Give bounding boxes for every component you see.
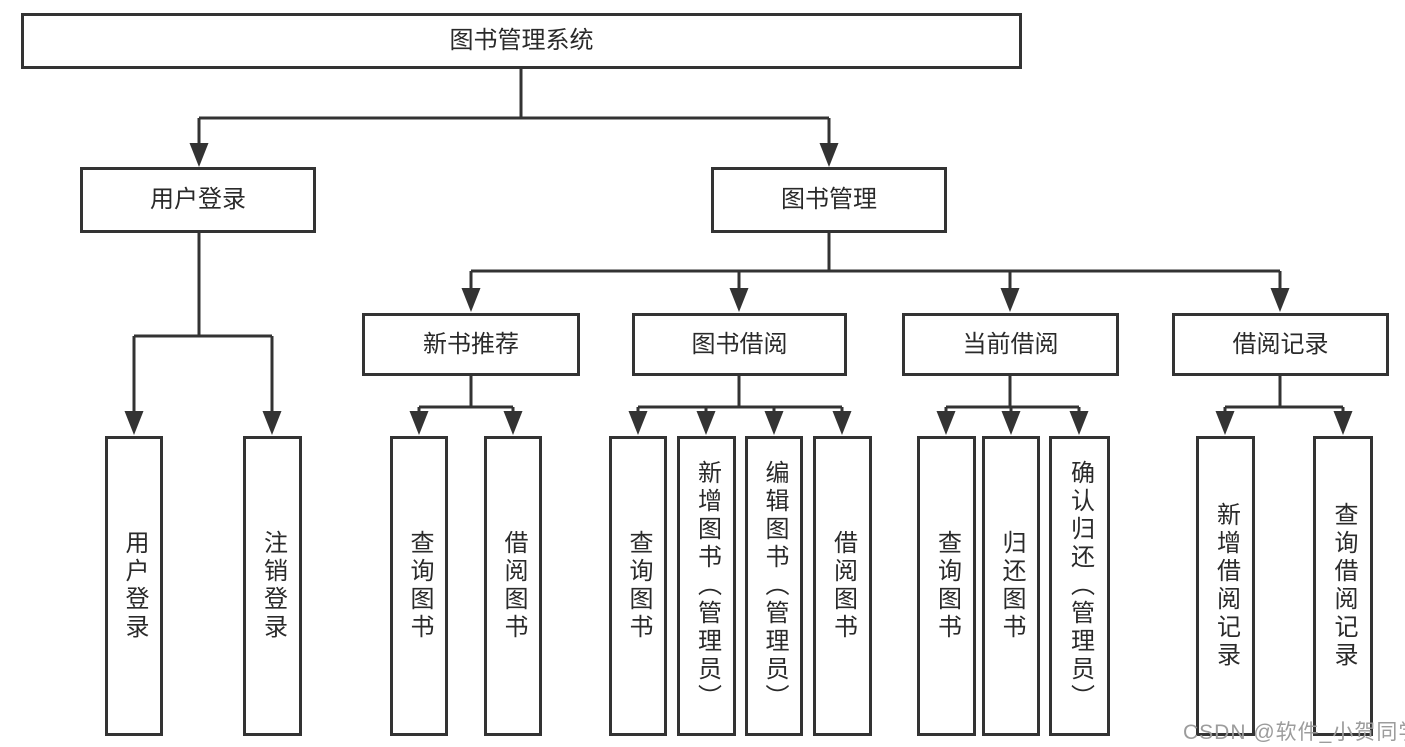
arrowhead xyxy=(409,411,429,435)
node-book-management-label: 图书管理 xyxy=(781,186,877,213)
leaf-query-books-2-label: 查询图书 xyxy=(625,530,652,642)
arrowhead xyxy=(124,411,144,435)
leaf-query-books-1: 查询图书 xyxy=(390,436,448,736)
arrowhead xyxy=(819,143,839,167)
connector-current-borrow xyxy=(944,376,1081,416)
leaf-borrow-books-1-label: 借阅图书 xyxy=(500,530,527,642)
connector-borrow-records xyxy=(1223,376,1345,416)
node-root-label: 图书管理系统 xyxy=(449,27,594,54)
leaf-add-borrow-record: 新增借阅记录 xyxy=(1196,436,1255,736)
leaf-add-books-admin: 新增图书（管理员） xyxy=(677,436,736,736)
leaf-add-books-admin-label: 新增图书（管理员） xyxy=(693,460,721,712)
arrowhead xyxy=(503,411,523,435)
node-book-borrow: 图书借阅 xyxy=(632,313,847,376)
leaf-confirm-return-admin: 确认归还（管理员） xyxy=(1049,436,1110,736)
connector-book-management xyxy=(469,233,1282,293)
leaf-return-books: 归还图书 xyxy=(982,436,1040,736)
leaf-add-borrow-record-label: 新增借阅记录 xyxy=(1212,502,1240,670)
connector-book-borrow xyxy=(636,376,844,416)
leaf-return-books-label: 归还图书 xyxy=(998,530,1025,642)
leaf-query-books-1-label: 查询图书 xyxy=(406,530,433,642)
node-new-book-recommend-label: 新书推荐 xyxy=(423,330,519,358)
arrowhead xyxy=(1270,288,1290,312)
leaf-edit-books-admin-label: 编辑图书（管理员） xyxy=(761,460,788,712)
leaf-confirm-return-admin-label: 确认归还（管理员） xyxy=(1066,460,1094,712)
csdn-watermark: CSDN @软件_小贺同学 xyxy=(1183,721,1405,744)
arrowhead xyxy=(461,288,481,312)
arrowhead xyxy=(189,143,209,167)
node-borrow-records-label: 借阅记录 xyxy=(1232,330,1329,358)
node-root: 图书管理系统 xyxy=(21,13,1022,69)
node-new-book-recommend: 新书推荐 xyxy=(362,313,580,376)
arrowhead xyxy=(696,411,716,435)
arrowhead xyxy=(1000,288,1020,312)
arrowhead xyxy=(1215,411,1235,435)
node-user-login: 用户登录 xyxy=(80,167,316,233)
arrowhead xyxy=(936,411,956,435)
leaf-query-borrow-record-label: 查询借阅记录 xyxy=(1330,502,1357,670)
connector-root xyxy=(197,69,831,148)
leaf-query-books-3: 查询图书 xyxy=(917,436,976,736)
node-book-management: 图书管理 xyxy=(711,167,947,233)
arrowhead xyxy=(1069,411,1089,435)
node-borrow-records: 借阅记录 xyxy=(1172,313,1389,376)
leaf-edit-books-admin: 编辑图书（管理员） xyxy=(745,436,803,736)
leaf-logout-label: 注销登录 xyxy=(259,530,287,642)
arrowhead xyxy=(832,411,852,435)
leaf-user-login-label: 用户登录 xyxy=(121,530,148,642)
leaf-query-books-3-label: 查询图书 xyxy=(933,530,961,642)
leaf-borrow-books-2-label: 借阅图书 xyxy=(829,530,857,642)
node-current-borrow: 当前借阅 xyxy=(902,313,1119,376)
arrowhead xyxy=(764,411,784,435)
connector-user-login xyxy=(132,233,274,416)
arrowhead xyxy=(1001,411,1021,435)
arrowhead xyxy=(1333,411,1353,435)
leaf-borrow-books-1: 借阅图书 xyxy=(484,436,542,736)
arrowhead xyxy=(628,411,648,435)
leaf-query-borrow-record: 查询借阅记录 xyxy=(1313,436,1373,736)
node-current-borrow-label: 当前借阅 xyxy=(962,330,1059,358)
leaf-user-login: 用户登录 xyxy=(105,436,163,736)
node-user-login-label: 用户登录 xyxy=(150,186,246,213)
node-book-borrow-label: 图书借阅 xyxy=(691,330,788,358)
leaf-logout: 注销登录 xyxy=(243,436,302,736)
arrowhead xyxy=(729,288,749,312)
leaf-borrow-books-2: 借阅图书 xyxy=(813,436,872,736)
arrowhead xyxy=(262,411,282,435)
leaf-query-books-2: 查询图书 xyxy=(609,436,667,736)
connector-new-book xyxy=(417,376,515,416)
